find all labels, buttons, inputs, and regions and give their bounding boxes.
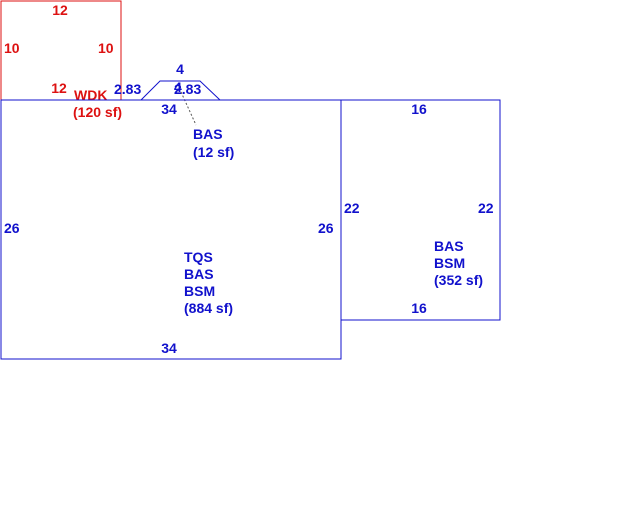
bay-area-size: (12 sf) xyxy=(193,144,234,160)
main-area-outline xyxy=(0,99,342,360)
annex-area-code-1: BAS xyxy=(434,238,464,254)
bay-top-dimension: 4 xyxy=(176,61,184,77)
bay-right-side-dimension: 2.83 xyxy=(174,81,201,97)
bay-hidden-bottom-dimension: 4 xyxy=(174,79,182,95)
wdk-right-dimension: 10 xyxy=(98,40,114,56)
annex-bottom-dimension: 16 xyxy=(411,300,427,316)
annex-top-dimension: 16 xyxy=(411,101,427,117)
wdk-left-dimension: 10 xyxy=(4,40,20,56)
main-left-dimension: 26 xyxy=(4,220,20,236)
annex-area-outline xyxy=(340,99,501,321)
annex-right-dimension: 22 xyxy=(478,200,494,216)
annex-area-size: (352 sf) xyxy=(434,272,483,288)
bay-area-outline xyxy=(140,80,221,101)
main-area-code-2: BAS xyxy=(184,266,214,282)
wdk-area-code: WDK xyxy=(74,87,107,103)
bay-area-code: BAS xyxy=(193,126,223,142)
main-bottom-dimension: 34 xyxy=(161,340,177,356)
main-area-code-3: BSM xyxy=(184,283,215,299)
main-top-dimension: 34 xyxy=(161,101,177,117)
bay-left-side-dimension: 2.83 xyxy=(114,81,141,97)
main-area-size: (884 sf) xyxy=(184,300,233,316)
main-area-code-1: TQS xyxy=(184,249,213,265)
annex-left-dimension: 22 xyxy=(344,200,360,216)
annex-area-code-2: BSM xyxy=(434,255,465,271)
wdk-area-size: (120 sf) xyxy=(73,104,122,120)
main-right-dimension: 26 xyxy=(318,220,334,236)
wdk-top-dimension: 12 xyxy=(52,2,68,18)
wdk-bottom-dimension: 12 xyxy=(51,80,67,96)
